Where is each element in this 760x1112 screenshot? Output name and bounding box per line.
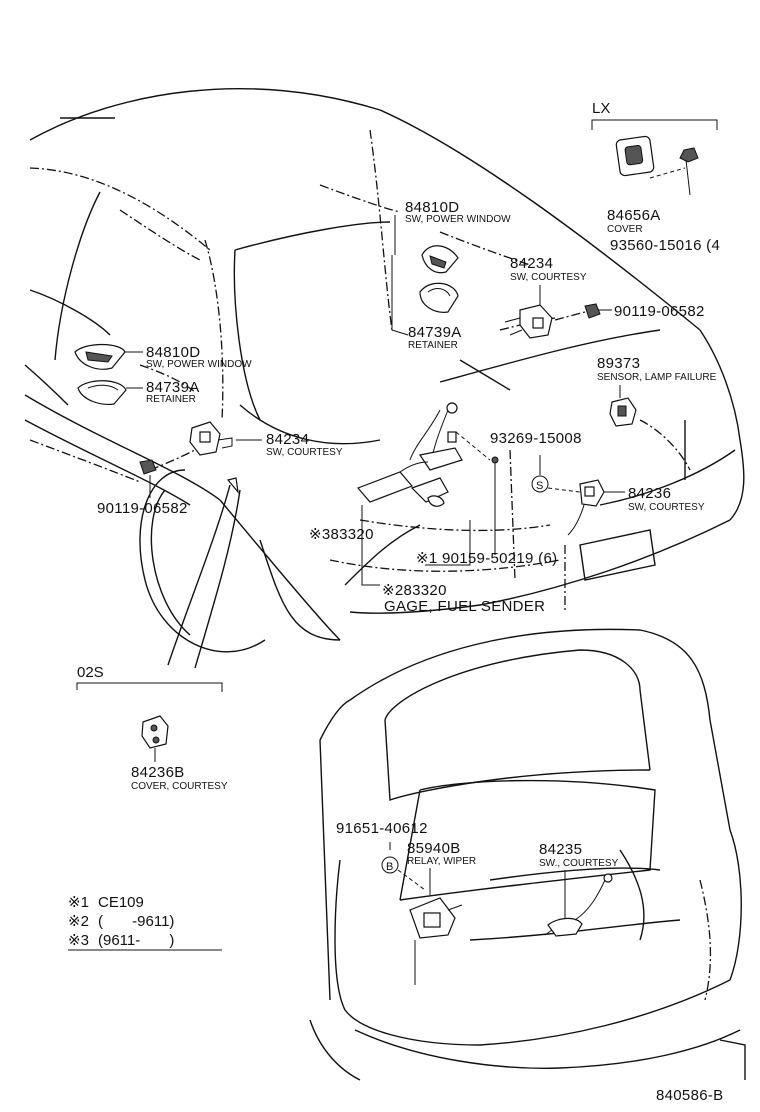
lx-group: LX bbox=[591, 100, 718, 196]
legend-row-3: ※3 (9611- ) bbox=[68, 932, 174, 949]
svg-text:90119-06582: 90119-06582 bbox=[614, 303, 705, 320]
svg-text:84739A: 84739A bbox=[408, 324, 462, 341]
label-84236B: 84236B COVER, COURTESY bbox=[131, 764, 228, 792]
legend-row-2: ※2 ( -9611) bbox=[68, 913, 174, 930]
svg-text:RELAY, WIPER: RELAY, WIPER bbox=[407, 856, 476, 867]
label-91651: 91651-40612 bbox=[336, 820, 428, 837]
svg-text:93560-15016 (4: 93560-15016 (4 bbox=[610, 237, 720, 254]
car-body-upper bbox=[24, 88, 745, 669]
retainer-left-icon bbox=[77, 380, 127, 405]
svg-text:GAGE, FUEL SENDER: GAGE, FUEL SENDER bbox=[384, 598, 545, 615]
svg-text:84236B: 84236B bbox=[131, 764, 185, 781]
label-84234-left: 84234 SW, COURTESY bbox=[266, 431, 343, 458]
label-89373: 89373 SENSOR, LAMP FAILURE bbox=[597, 355, 717, 383]
lx-label: LX bbox=[592, 100, 610, 117]
svg-text:91651-40612: 91651-40612 bbox=[336, 820, 428, 837]
svg-text:RETAINER: RETAINER bbox=[146, 394, 196, 405]
fuel-sender-wiring-icon bbox=[409, 402, 463, 471]
label-84810D-left: 84810D SW, POWER WINDOW bbox=[146, 344, 252, 370]
svg-text:84236: 84236 bbox=[628, 485, 671, 502]
svg-text:COVER, COURTESY: COVER, COURTESY bbox=[131, 781, 228, 792]
svg-text:SW., COURTESY: SW., COURTESY bbox=[539, 858, 619, 869]
wiper-relay-icon bbox=[409, 897, 463, 939]
o2s-label: 02S bbox=[77, 664, 104, 681]
svg-text:84234: 84234 bbox=[266, 431, 309, 448]
courtesy-switch-84235-icon bbox=[544, 873, 613, 937]
legend-row-1: ※1 CE109 bbox=[68, 894, 144, 911]
label-90119-right: 90119-06582 bbox=[614, 303, 705, 320]
svg-text:( -9611): ( -9611) bbox=[98, 913, 174, 930]
courtesy-switch-top-icon bbox=[504, 304, 553, 339]
fuel-sender-group: S bbox=[356, 385, 637, 610]
label-93560: 93560-15016 (4 bbox=[610, 237, 720, 254]
svg-text:※1: ※1 bbox=[68, 894, 89, 911]
courtesy-cover-84236B-icon bbox=[141, 715, 169, 749]
screw-90159-icon bbox=[491, 456, 499, 530]
callout-s-label: S bbox=[536, 480, 543, 492]
car-body-lower bbox=[309, 628, 746, 1081]
svg-text:※283320: ※283320 bbox=[382, 582, 447, 599]
svg-text:※3: ※3 bbox=[68, 932, 89, 949]
bolt-90119-right-icon bbox=[584, 303, 612, 319]
svg-text:(9611- ): (9611- ) bbox=[98, 932, 174, 949]
svg-text:※2: ※2 bbox=[68, 913, 89, 930]
sensor-89373-icon bbox=[609, 397, 637, 427]
callout-b-circle bbox=[381, 856, 399, 874]
svg-text:84235: 84235 bbox=[539, 841, 582, 858]
label-84739A-left: 84739A RETAINER bbox=[146, 379, 200, 405]
figure-id: 840586-B bbox=[656, 1087, 723, 1104]
label-84810D-top: 84810D SW, POWER WINDOW bbox=[405, 199, 511, 225]
label-93269: 93269-15008 bbox=[490, 430, 582, 447]
label-84236: 84236 SW, COURTESY bbox=[628, 485, 705, 513]
svg-text:※383320: ※383320 bbox=[309, 526, 374, 543]
svg-text:CE109: CE109 bbox=[98, 894, 144, 911]
legend: ※1 CE109 ※2 ( -9611) ※3 (9611- ) bbox=[68, 894, 222, 951]
callout-s-circle bbox=[531, 475, 549, 493]
bolt-90119-left-icon bbox=[139, 459, 157, 498]
svg-text:85940B: 85940B bbox=[407, 840, 461, 857]
power-window-switch-left-icon bbox=[74, 343, 126, 370]
svg-text:84810D: 84810D bbox=[405, 199, 459, 216]
o2s-group: 02S bbox=[76, 664, 223, 762]
svg-text:93269-15008: 93269-15008 bbox=[490, 430, 582, 447]
svg-text:84234: 84234 bbox=[510, 255, 553, 272]
svg-text:※1 90159-50219 (6): ※1 90159-50219 (6) bbox=[416, 550, 557, 567]
svg-text:SW, COURTESY: SW, COURTESY bbox=[510, 272, 587, 283]
left-switch-group bbox=[74, 343, 262, 498]
svg-text:84810D: 84810D bbox=[146, 344, 200, 361]
label-84656A: 84656A COVER bbox=[607, 207, 661, 235]
bolt-93560-icon bbox=[679, 147, 699, 196]
svg-text:SW, COURTESY: SW, COURTESY bbox=[628, 502, 705, 513]
part-labels: 84810D SW, POWER WINDOW 84234 SW, COURTE… bbox=[97, 199, 720, 869]
svg-text:84739A: 84739A bbox=[146, 379, 200, 396]
label-84235: 84235 SW., COURTESY bbox=[539, 841, 619, 869]
lamp-383320-icon bbox=[356, 461, 449, 507]
label-85940B: 85940B RELAY, WIPER bbox=[407, 840, 476, 867]
label-90159: ※1 90159-50219 (6) bbox=[416, 550, 557, 567]
label-84234-top: 84234 SW, COURTESY bbox=[510, 255, 587, 283]
callout-b-label: B bbox=[386, 861, 393, 873]
svg-text:SW, POWER WINDOW: SW, POWER WINDOW bbox=[146, 359, 252, 370]
svg-text:SW, POWER WINDOW: SW, POWER WINDOW bbox=[405, 214, 511, 225]
svg-text:SW, COURTESY: SW, COURTESY bbox=[266, 447, 343, 458]
top-switch-group bbox=[391, 215, 612, 339]
svg-text:COVER: COVER bbox=[607, 224, 643, 235]
label-383320: ※383320 bbox=[309, 526, 374, 543]
svg-text:90119-06582: 90119-06582 bbox=[97, 500, 188, 517]
rear-hatch-parts: B bbox=[381, 842, 613, 985]
courtesy-switch-left-icon bbox=[189, 421, 233, 456]
retainer-top-icon bbox=[419, 282, 459, 313]
label-283320: ※283320 GAGE, FUEL SENDER bbox=[382, 582, 545, 615]
label-90119-left: 90119-06582 bbox=[97, 500, 188, 517]
label-84739A-top: 84739A RETAINER bbox=[408, 324, 462, 351]
svg-text:RETAINER: RETAINER bbox=[408, 340, 458, 351]
power-window-switch-top-icon bbox=[421, 245, 459, 274]
courtesy-switch-84236-icon bbox=[567, 479, 605, 536]
svg-text:SENSOR, LAMP FAILURE: SENSOR, LAMP FAILURE bbox=[597, 372, 717, 383]
svg-text:84656A: 84656A bbox=[607, 207, 661, 224]
svg-text:89373: 89373 bbox=[597, 355, 640, 372]
